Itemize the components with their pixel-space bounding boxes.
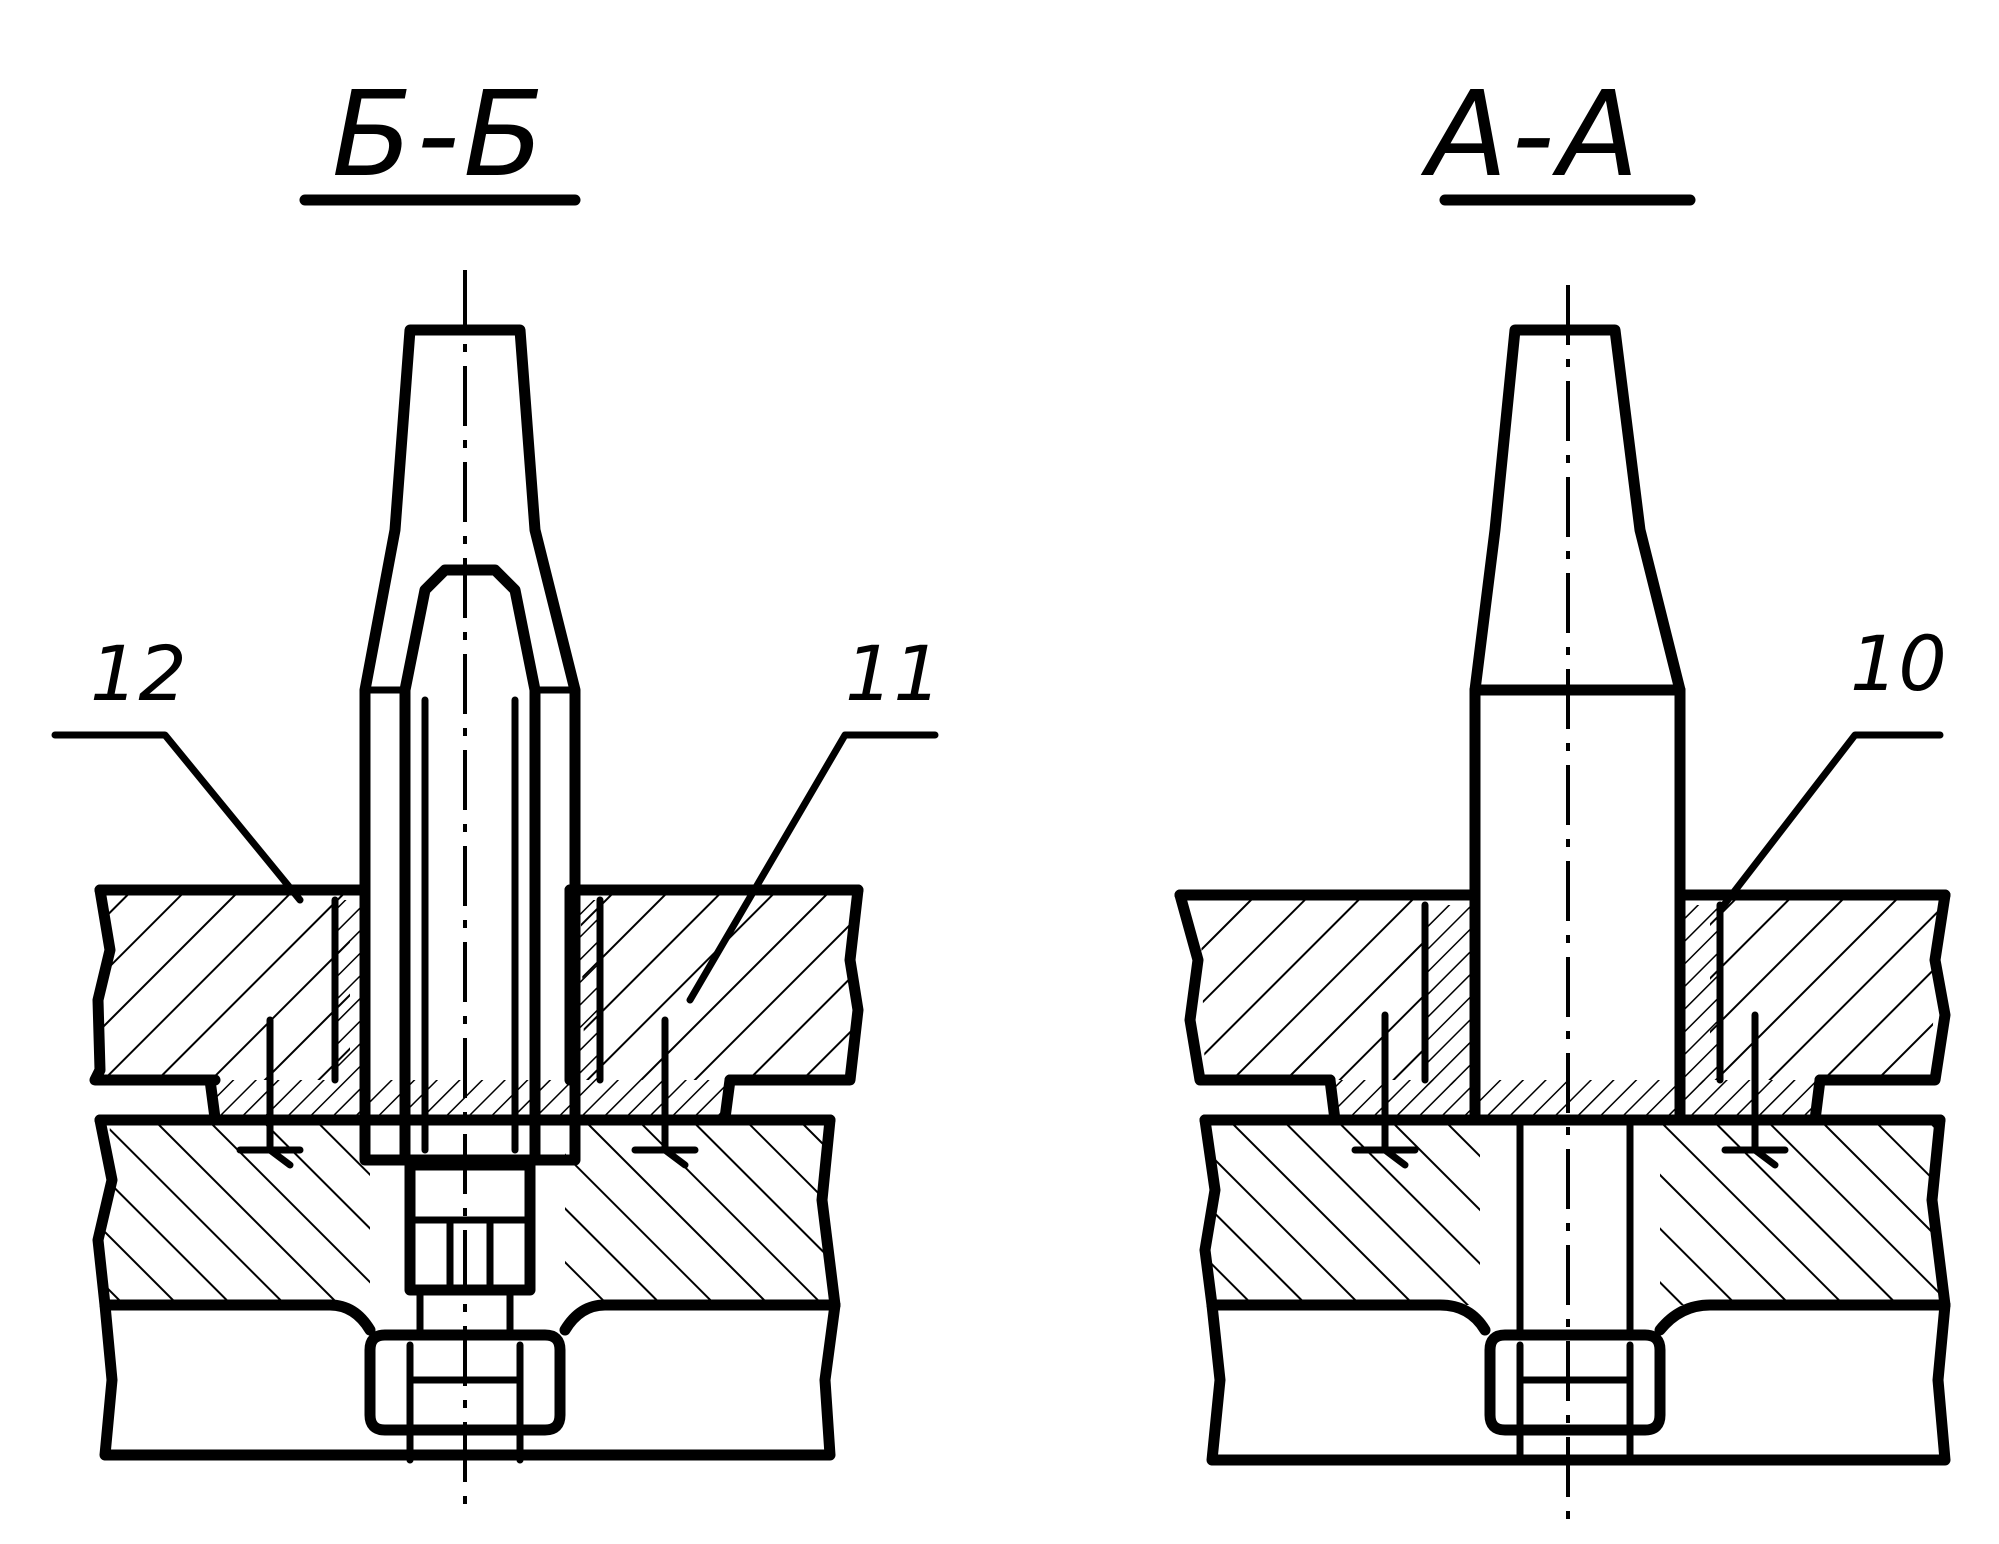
callout-11-label: 11 [845,629,942,718]
lower-plate-bb [92,1114,841,1336]
lower-plate-aa [1199,1114,1951,1336]
screw-bb-left [236,1016,304,1169]
callout-11-leader [686,731,939,1004]
section-bb-title: Б-Б [332,65,548,203]
section-bb: Б-Б [51,65,942,1510]
screw-aa-right [1721,1011,1789,1169]
upper-plate-aa [1174,889,1951,1086]
spacer-strip-aa [1324,1074,1826,1126]
section-aa-title: А-А [1420,65,1643,203]
upper-plate-bb [89,884,864,1086]
bushing-aa-left [1425,905,1475,1085]
callout-12-label: 12 [90,629,187,718]
nut-stack-aa [1484,1329,1666,1464]
base-strip-aa [1206,1299,1951,1466]
pilot-pin-bb [359,324,581,1166]
screw-bb-right [631,1016,699,1169]
screw-aa-left [1351,1011,1419,1169]
base-strip-bb [99,1299,841,1461]
callout-12-leader [51,731,304,904]
spacer-strip-bb [204,1074,736,1124]
pilot-pin-aa [1469,324,1686,1334]
callout-10-leader [1716,731,1944,914]
bushing-aa-right [1680,905,1720,1085]
callout-10-label: 10 [1850,619,1947,708]
section-aa: А-А [1174,65,1951,1525]
